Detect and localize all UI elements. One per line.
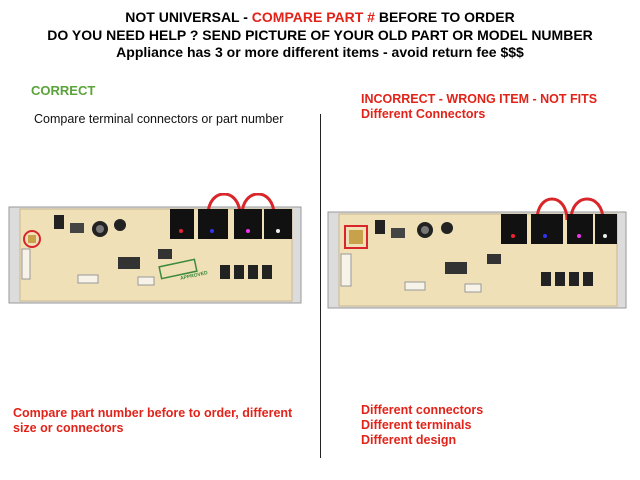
incorrect-board-image [327,196,627,312]
correct-label: CORRECT [31,83,96,98]
column-divider [320,114,321,458]
left-bottom-note: Compare part number before to order, dif… [13,406,293,435]
compare-part-highlight: COMPARE PART # [251,9,375,25]
note-connectors: Different connectors [361,403,484,417]
note-terminals: Different terminals [361,418,472,432]
note-design: Different design [361,433,457,447]
correct-board-image: APPROVED [8,193,302,305]
header-line-3: Appliance has 3 or more different items … [116,44,524,60]
right-bottom-notes: Different connectors Different terminals… [361,403,483,448]
compare-subtitle: Compare terminal connectors or part numb… [34,112,284,126]
header-line-1: NOT UNIVERSAL - COMPARE PART # BEFORE TO… [125,9,515,25]
incorrect-label: INCORRECT - WRONG ITEM - NOT FITS Differ… [361,92,598,121]
header-line-2: DO YOU NEED HELP ? SEND PICTURE OF YOUR … [47,27,593,43]
